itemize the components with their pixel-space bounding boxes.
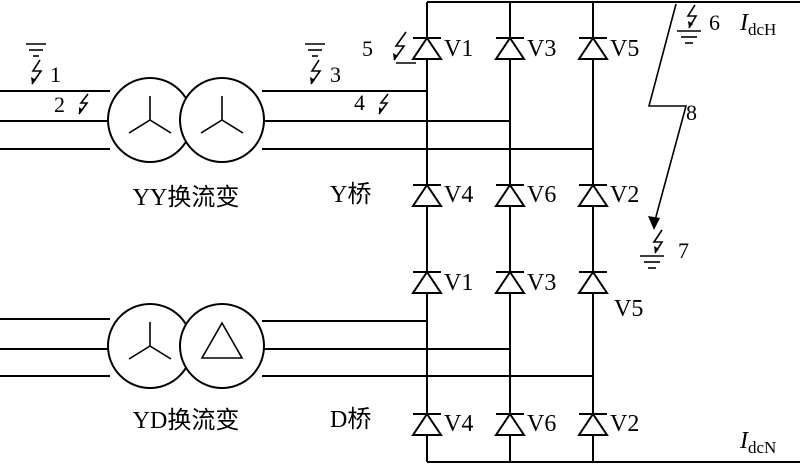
valve-label-y-v3: V3 bbox=[527, 36, 556, 62]
valve-label-d-v1: V1 bbox=[444, 270, 473, 296]
y-bridge-label: Y桥 bbox=[330, 181, 371, 208]
valve-label-d-v2: V2 bbox=[610, 411, 639, 437]
current-dch-sub: dcH bbox=[748, 20, 776, 39]
valve-d-v1 bbox=[411, 270, 443, 294]
fault-4-flash-symbol bbox=[378, 93, 389, 115]
valve-y-v6 bbox=[494, 183, 526, 207]
fault-7-ground-symbol bbox=[640, 229, 664, 269]
ac-lines-upper bbox=[0, 90, 593, 150]
valve-label-d-v3: V3 bbox=[527, 270, 556, 296]
yd-transformer-label: YD换流变 bbox=[133, 407, 240, 434]
fault-7-label: 7 bbox=[678, 238, 689, 263]
valve-label-d-v5: V5 bbox=[614, 296, 643, 322]
valve-y-v1 bbox=[411, 36, 443, 60]
valve-d-v5 bbox=[577, 270, 609, 294]
current-dcn-main: I bbox=[739, 428, 749, 454]
current-dcn-sub: dcN bbox=[748, 438, 776, 457]
valve-y-v2 bbox=[577, 183, 609, 207]
valve-label-d-v6: V6 bbox=[527, 411, 556, 437]
fault-2-flash-symbol bbox=[78, 93, 89, 115]
fault-8-arrow bbox=[647, 3, 688, 230]
delta-winding-symbol bbox=[200, 321, 244, 359]
d-bridge-label: D桥 bbox=[330, 406, 371, 433]
fault-3-ground-symbol bbox=[305, 43, 325, 85]
star-winding-symbol bbox=[128, 322, 172, 360]
valve-d-v3 bbox=[494, 270, 526, 294]
valve-y-v5 bbox=[577, 36, 609, 60]
fault-8-label: 8 bbox=[686, 100, 697, 125]
yy-transformer-label: YY换流变 bbox=[133, 184, 240, 211]
valve-d-v4 bbox=[411, 412, 443, 436]
bridge-frame bbox=[426, 1, 800, 463]
valve-label-y-v2: V2 bbox=[610, 182, 639, 208]
ac-lines-lower bbox=[0, 318, 593, 377]
fault-4-label: 4 bbox=[354, 90, 365, 115]
current-dcn-label: IdcN bbox=[739, 428, 776, 457]
fault-2-label: 2 bbox=[54, 92, 65, 117]
valve-d-v6 bbox=[494, 412, 526, 436]
fault-3-label: 3 bbox=[330, 62, 341, 87]
fault-6-ground-symbol bbox=[677, 4, 701, 44]
fault-5-label: 5 bbox=[362, 36, 373, 61]
star-winding-symbol bbox=[200, 96, 244, 134]
valve-d-v2 bbox=[577, 412, 609, 436]
fault-1-label: 1 bbox=[50, 62, 61, 87]
valve-label-y-v4: V4 bbox=[444, 182, 473, 208]
fault-1-ground-symbol bbox=[26, 43, 46, 85]
fault-6-label: 6 bbox=[709, 10, 720, 35]
valve-label-y-v5: V5 bbox=[610, 36, 639, 62]
valve-label-y-v6: V6 bbox=[527, 182, 556, 208]
yd-transformer bbox=[107, 303, 265, 389]
star-winding-symbol bbox=[128, 96, 172, 134]
current-dch-main: I bbox=[739, 10, 749, 36]
valve-y-v3 bbox=[494, 36, 526, 60]
yy-transformer bbox=[107, 77, 265, 163]
valve-label-y-v1: V1 bbox=[444, 36, 473, 62]
fault-5-flash-symbol bbox=[393, 31, 416, 64]
valve-y-v4 bbox=[411, 183, 443, 207]
current-dch-label: IdcH bbox=[739, 10, 776, 39]
valve-label-d-v4: V4 bbox=[444, 411, 473, 437]
